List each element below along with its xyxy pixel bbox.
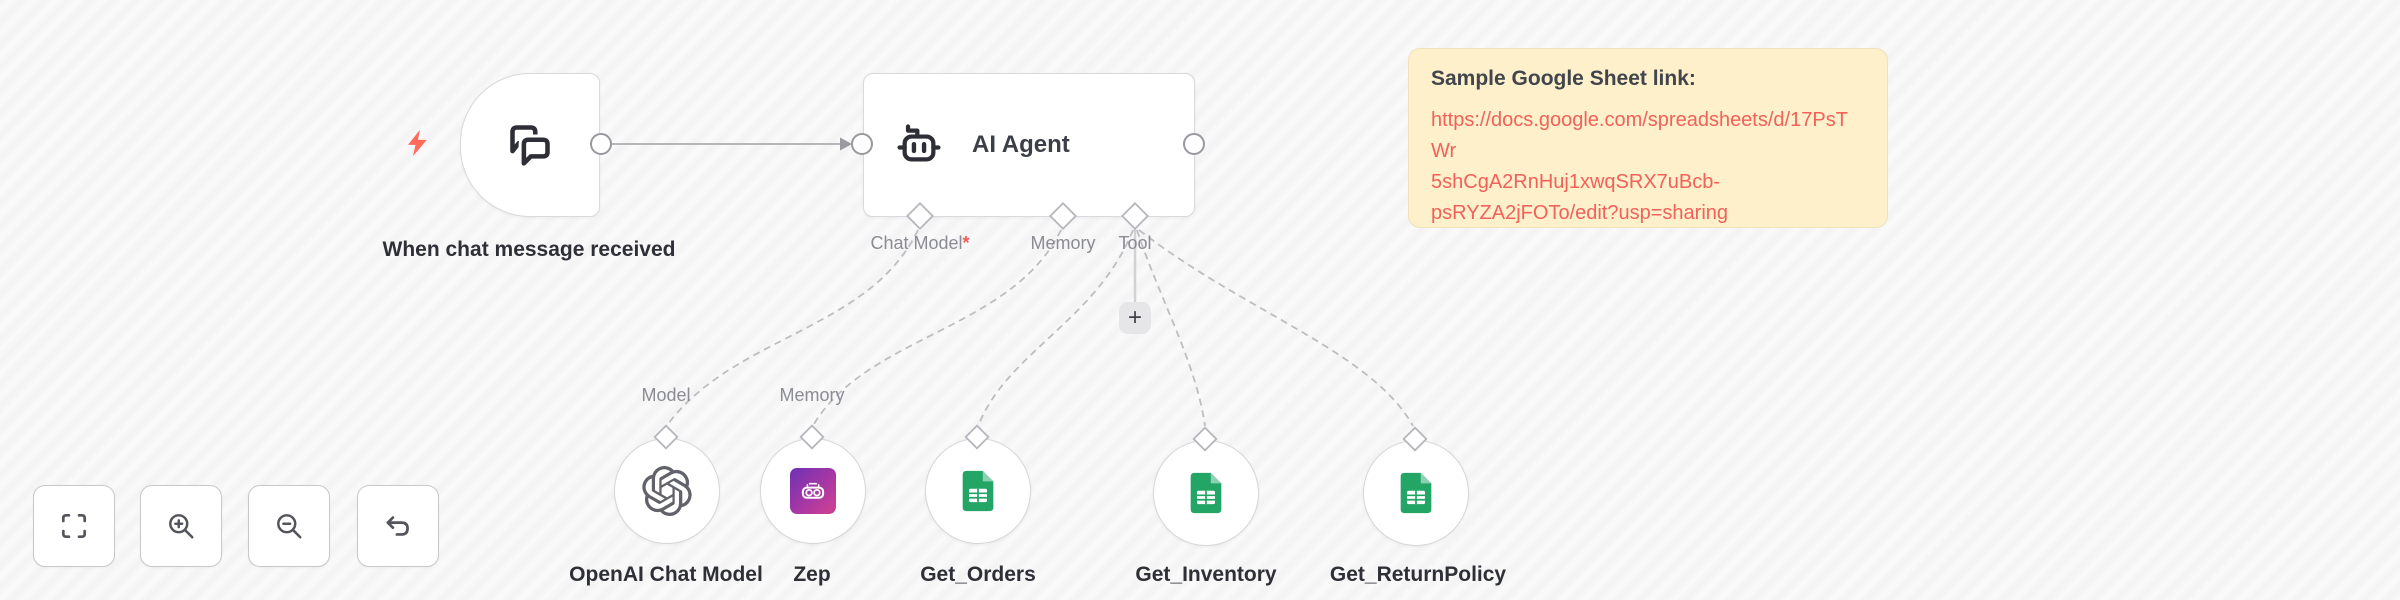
zep-logo-icon [790, 468, 836, 514]
chat-bubbles-icon [510, 125, 553, 169]
trigger-bolt-icon [408, 129, 427, 157]
node-get-inventory[interactable] [1153, 440, 1259, 546]
port-label-tool: Tool [1118, 233, 1152, 253]
node-zep[interactable] [760, 438, 866, 544]
node-ai-agent[interactable]: AI Agent [863, 73, 1195, 217]
google-sheets-icon [1190, 472, 1222, 514]
openai-logo-icon [642, 466, 692, 516]
subnode-label-get-returnpolicy: Get_ReturnPolicy [1329, 563, 1507, 586]
node-openai-chat-model[interactable] [614, 438, 720, 544]
required-marker: * [962, 233, 970, 253]
sticky-note[interactable]: Sample Google Sheet link: https://docs.g… [1408, 48, 1888, 228]
zoom-to-fit-icon [61, 513, 87, 539]
google-sheets-icon [1400, 472, 1432, 514]
google-sheets-icon [962, 470, 994, 512]
subnode-label-zep: Zep [793, 563, 831, 586]
undo-button[interactable] [357, 485, 439, 567]
add-tool-button[interactable]: + [1119, 302, 1151, 334]
subnode-label-get-inventory: Get_Inventory [1135, 563, 1277, 586]
zoom-to-fit-button[interactable] [33, 485, 115, 567]
zoom-out-icon [277, 514, 302, 539]
undo-icon [386, 516, 409, 536]
node-when-chat-message-received[interactable] [460, 73, 600, 217]
port-label-memory: Memory [1030, 233, 1096, 253]
edge-chatmodel-to-openai [667, 229, 919, 425]
node-get-returnpolicy[interactable] [1363, 440, 1469, 546]
subnode-label-get-orders: Get_Orders [920, 563, 1036, 586]
zoom-in-icon [169, 514, 194, 539]
sticky-note-title: Sample Google Sheet link: [1431, 67, 1696, 90]
node-get-orders[interactable] [925, 438, 1031, 544]
zoom-in-button[interactable] [140, 485, 222, 567]
edge-memory-to-zep [813, 229, 1062, 425]
subnode-label-openai: OpenAI Chat Model [569, 563, 763, 586]
edge-tool-to-get-orders [978, 229, 1134, 425]
port-label-zep-memory: Memory [779, 385, 845, 405]
edge-tool-to-get-returnpolicy [1138, 229, 1414, 427]
port-label-model: Model [641, 385, 691, 405]
sticky-note-link[interactable]: https://docs.google.com/spreadsheets/d/1… [1431, 109, 1848, 224]
trigger-node-label: When chat message received [382, 238, 676, 261]
zoom-out-button[interactable] [248, 485, 330, 567]
agent-node-title: AI Agent [972, 131, 1070, 158]
port-label-chat-model: Chat Model* [870, 233, 970, 253]
robot-icon [897, 124, 941, 162]
edge-arrowhead [840, 137, 852, 151]
